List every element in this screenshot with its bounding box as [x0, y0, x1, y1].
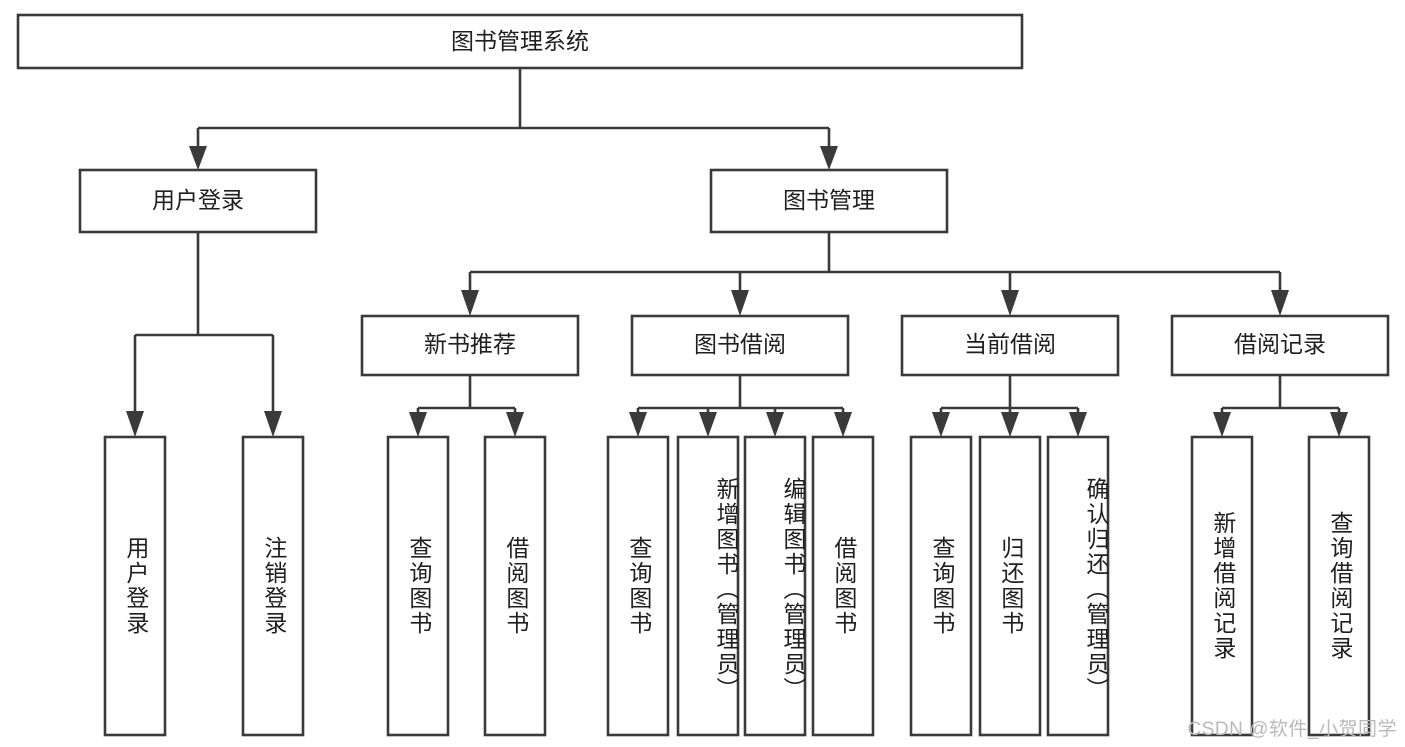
- connectors-book-borrow-to-leaves: [629, 375, 852, 437]
- leaf-box-borrow-record-2[interactable]: [1307, 435, 1371, 737]
- node-borrow-record[interactable]: 借阅记录: [1170, 314, 1390, 377]
- node-user-login-label: 用户登录: [152, 187, 244, 213]
- leaf-box-user-login-1[interactable]: [103, 435, 167, 737]
- connectors-root-to-level2: [189, 68, 838, 170]
- leaf-box-book-borrow-1[interactable]: [606, 435, 670, 737]
- leaf-box-current-borrow-2[interactable]: [978, 435, 1042, 737]
- connectors-borrow-record-to-leaves: [1213, 375, 1348, 437]
- arrowhead-current-borrow-leaf2: [1001, 412, 1019, 437]
- arrowhead-new-book-leaf2: [506, 412, 524, 437]
- arrowhead-book-borrow-leaf2: [699, 412, 717, 437]
- node-user-login[interactable]: 用户登录: [78, 168, 318, 234]
- connectors-new-book-to-leaves: [409, 375, 524, 437]
- leaf-boxes: [103, 435, 1371, 737]
- leaf-box-current-borrow-1[interactable]: [909, 435, 973, 737]
- connectors-book-manage-to-level3: [461, 232, 1289, 316]
- arrowhead-book-manage: [820, 146, 838, 170]
- node-new-book-label: 新书推荐: [424, 331, 516, 357]
- arrowhead-borrow-record-leaf2: [1330, 412, 1348, 437]
- arrowhead-current-borrow-leaf3: [1069, 412, 1087, 437]
- arrowhead-book-borrow-leaf1: [629, 412, 647, 437]
- leaf-box-current-borrow-3[interactable]: [1046, 435, 1110, 737]
- arrowhead-current-borrow-leaf1: [932, 412, 950, 437]
- leaf-box-new-book-1[interactable]: [386, 435, 450, 737]
- arrowhead-borrow-record: [1271, 290, 1289, 316]
- arrowhead-book-borrow-leaf3: [766, 412, 784, 437]
- leaf-box-borrow-record-1[interactable]: [1190, 435, 1254, 737]
- leaf-box-new-book-2[interactable]: [483, 435, 547, 737]
- arrowhead-book-borrow: [731, 290, 749, 316]
- node-user-login-box[interactable]: [78, 168, 318, 234]
- arrowhead-book-borrow-leaf4: [834, 412, 852, 437]
- arrowhead-user-login-leaf2: [264, 411, 282, 437]
- node-current-borrow-box[interactable]: [900, 314, 1120, 377]
- node-root[interactable]: 图书管理系统: [16, 13, 1024, 70]
- node-current-borrow[interactable]: 当前借阅: [900, 314, 1120, 377]
- node-book-manage[interactable]: 图书管理: [709, 168, 949, 234]
- connectors-user-login-to-leaves: [126, 232, 282, 437]
- node-book-borrow-label: 图书借阅: [694, 331, 786, 357]
- arrowhead-new-book-leaf1: [409, 412, 427, 437]
- node-root-label: 图书管理系统: [451, 28, 589, 54]
- leaf-box-user-login-2[interactable]: [241, 435, 305, 737]
- node-borrow-record-box[interactable]: [1170, 314, 1390, 377]
- arrowhead-current-borrow: [1001, 290, 1019, 316]
- leaf-box-book-borrow-2[interactable]: [676, 435, 740, 737]
- connectors-current-borrow-to-leaves: [932, 375, 1087, 437]
- node-new-book[interactable]: 新书推荐: [360, 314, 580, 377]
- node-book-manage-box[interactable]: [709, 168, 949, 234]
- watermark-text: CSDN @软件_小贺同学: [1187, 719, 1397, 740]
- leaf-box-book-borrow-4[interactable]: [811, 435, 875, 737]
- node-root-box[interactable]: [16, 13, 1024, 70]
- node-book-borrow-box[interactable]: [630, 314, 850, 377]
- node-new-book-box[interactable]: [360, 314, 580, 377]
- node-book-borrow[interactable]: 图书借阅: [630, 314, 850, 377]
- node-borrow-record-label: 借阅记录: [1234, 331, 1326, 357]
- arrowhead-user-login: [189, 146, 207, 170]
- arrowhead-new-book: [461, 290, 479, 316]
- node-current-borrow-label: 当前借阅: [964, 331, 1056, 357]
- leaf-box-book-borrow-3[interactable]: [743, 435, 807, 737]
- arrowhead-user-login-leaf1: [126, 411, 144, 437]
- arrowhead-borrow-record-leaf1: [1213, 412, 1231, 437]
- node-book-manage-label: 图书管理: [783, 187, 875, 213]
